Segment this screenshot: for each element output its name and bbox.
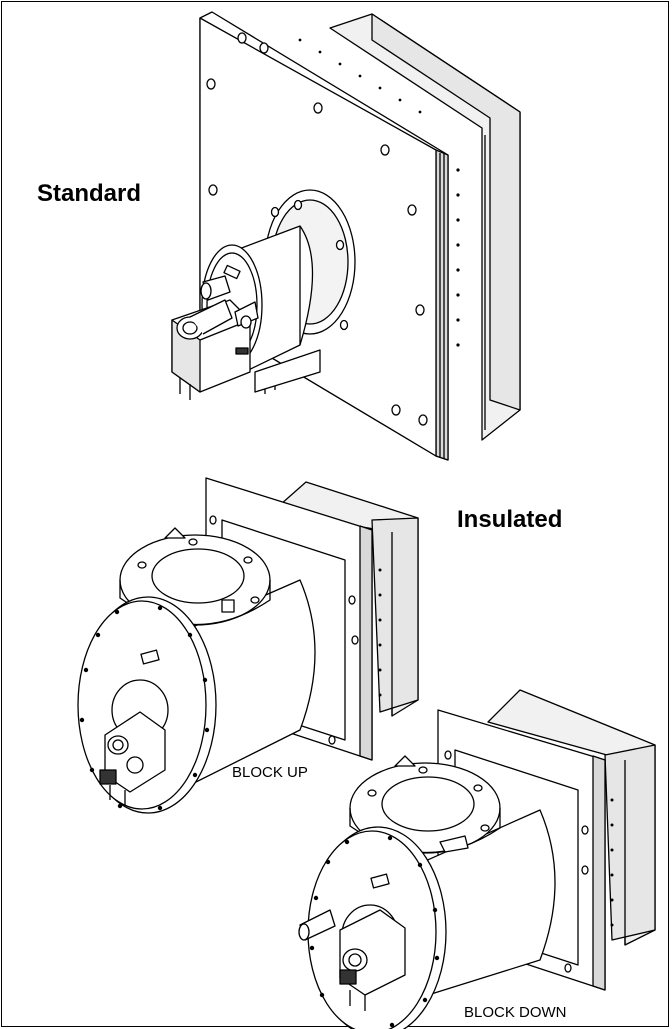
- standard-plate-rivets: [298, 38, 460, 347]
- standard-valve-block: [171, 275, 321, 400]
- standard-burner: [171, 11, 521, 461]
- standard-plate-holes: [206, 32, 428, 426]
- block-up-valve-block: [99, 679, 169, 805]
- block-down-valve-block: [298, 904, 406, 1011]
- label-block-up: BLOCK UP: [232, 764, 308, 781]
- block-down-disc-bolts: [309, 835, 440, 1028]
- block-up-disc-bolts: [79, 605, 210, 811]
- insulated-block-down: [298, 689, 656, 1029]
- label-block-down: BLOCK DOWN: [464, 1004, 567, 1021]
- label-insulated: Insulated: [457, 506, 563, 533]
- insulated-block-up: [77, 477, 419, 814]
- label-standard: Standard: [37, 180, 142, 207]
